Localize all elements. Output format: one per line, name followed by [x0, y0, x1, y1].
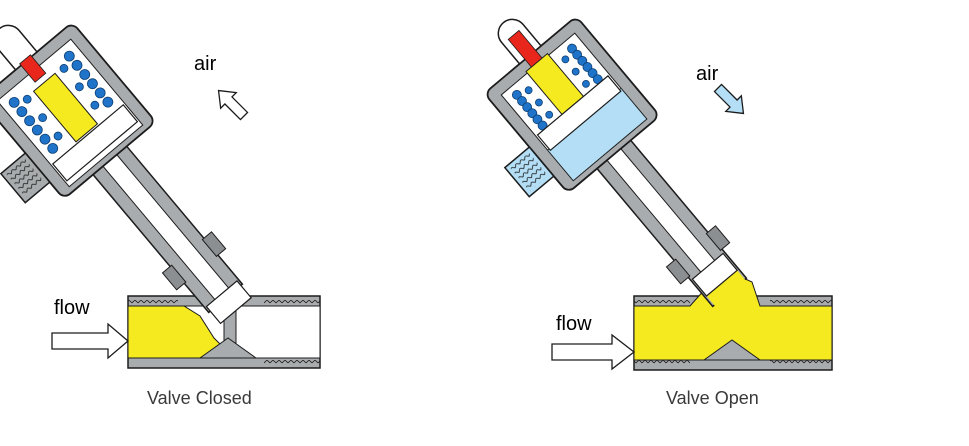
- valve-open-diagram: air flow Valve Open: [486, 18, 833, 408]
- valve-seat-closed: [198, 337, 258, 359]
- position-indicator-open: [507, 29, 543, 68]
- outlet-thread-closed: [264, 300, 320, 306]
- position-indicator: [19, 54, 47, 83]
- springs: [8, 50, 114, 154]
- inlet-thread-open: [634, 300, 690, 306]
- piston-core: [32, 72, 99, 143]
- air-label-closed: air: [194, 53, 217, 75]
- outlet-thread-open: [770, 300, 832, 306]
- flow-label-open: flow: [556, 313, 592, 335]
- actuator-open: [486, 18, 749, 310]
- valve-seat-open: [702, 339, 762, 361]
- air-supply-arrow: [713, 83, 745, 115]
- flow-arrow-closed: [51, 322, 130, 360]
- caption-valve-closed: Valve Closed: [147, 388, 252, 408]
- caption-valve-open: Valve Open: [666, 388, 759, 408]
- air-exhaust-arrow: [217, 89, 249, 121]
- air-label-open: air: [696, 63, 719, 85]
- valve-plug: [205, 280, 253, 325]
- valve-plug-open: [691, 252, 739, 297]
- valve-closed-diagram: air flow Valve Closed: [0, 24, 321, 408]
- actuator-closed: [0, 24, 253, 325]
- valve-stem: [95, 146, 237, 309]
- flow-arrow-open: [551, 333, 636, 371]
- piston-plate: [51, 103, 139, 182]
- piston-plate-open: [536, 75, 622, 152]
- inlet-thread-closed: [128, 300, 178, 306]
- flow-label-closed: flow: [54, 297, 90, 319]
- springs-compressed: [511, 43, 603, 131]
